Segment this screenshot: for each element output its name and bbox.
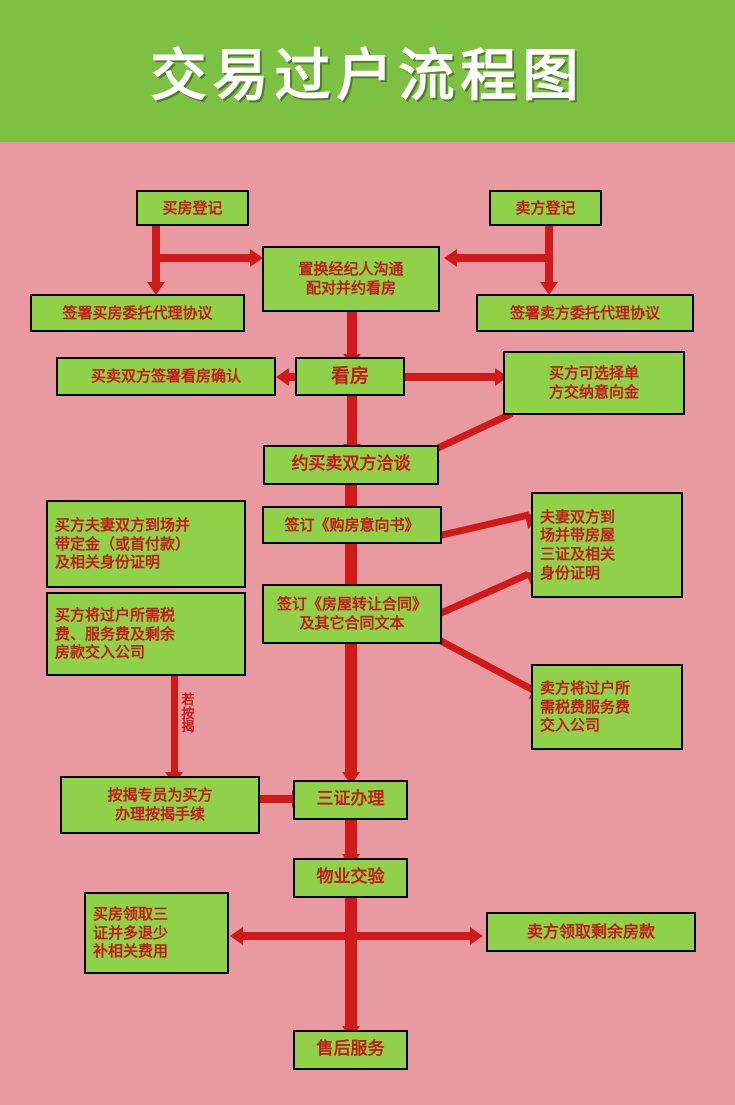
arrowhead-branch-left <box>230 927 243 945</box>
arrow-broker-down <box>347 312 357 358</box>
node-sign-transfer[interactable]: 签订《房屋转让合同》 及其它合同文本 <box>262 584 442 644</box>
node-seller-couple-onsite[interactable]: 夫妻双方到 场并带房屋 三证及相关 身份证明 <box>531 492 683 598</box>
node-buyer-receive-certs[interactable]: 买房领取三 证并多退少 补相关费用 <box>84 892 229 974</box>
arrow-seller-to-broker <box>450 254 553 262</box>
arrow-transfer-to-seller-couple <box>438 571 530 617</box>
arrow-buyer-to-broker <box>152 254 252 262</box>
arrowhead-seller-register-down <box>540 282 558 295</box>
arrow-handover-down <box>345 896 357 1030</box>
arrow-mortgage-to-three-certs <box>258 795 298 803</box>
node-seller-pay-fees[interactable]: 卖方将过户所 需税费服务费 交入公司 <box>531 664 683 750</box>
arrow-view-down <box>347 394 357 448</box>
node-seller-agreement[interactable]: 签署卖方委托代理协议 <box>476 294 694 332</box>
arrowhead-buyer-register-down <box>147 282 165 295</box>
node-seller-receive-money[interactable]: 卖方领取剩余房款 <box>486 912 696 952</box>
arrow-branch-left <box>240 932 348 940</box>
node-seller-register[interactable]: 卖方登记 <box>489 190 602 226</box>
arrowhead-branch-right <box>470 927 483 945</box>
node-three-certs[interactable]: 三证办理 <box>293 780 408 820</box>
node-property-handover[interactable]: 物业交验 <box>293 858 408 898</box>
arrowhead-seller-to-broker <box>444 249 457 267</box>
arrow-view-to-confirm <box>285 373 303 381</box>
node-after-sales[interactable]: 售后服务 <box>293 1030 408 1070</box>
page-title: 交易过户流程图 <box>150 43 585 109</box>
poster-header: 交易过户流程图 <box>0 0 735 142</box>
arrowhead-view-to-confirm <box>276 368 289 386</box>
node-view-house[interactable]: 看房 <box>295 357 405 396</box>
node-mortgage-officer[interactable]: 按揭专员为买方 办理按揭手续 <box>60 776 260 834</box>
node-buyer-agreement[interactable]: 签署买房委托代理协议 <box>30 294 245 332</box>
edge-label-if-mortgage: 若按揭 <box>181 693 195 736</box>
node-sign-intent[interactable]: 签订《购房意向书》 <box>262 506 442 544</box>
arrow-intent-to-seller-couple <box>439 511 531 539</box>
flowchart-canvas: 若按揭 买房登记 卖方登记 置换经纪人沟通 配对并约看房 签署买房委托代理协议 … <box>0 142 735 1105</box>
node-buyer-couple-onsite[interactable]: 买方夫妻双方到场并 带定金（或首付款） 及相关身份证明 <box>46 500 246 588</box>
arrow-branch-right <box>354 932 474 940</box>
node-buyer-deposit-option[interactable]: 买方可选择单 方交纳意向金 <box>503 351 685 415</box>
node-buyer-register[interactable]: 买房登记 <box>136 190 249 226</box>
node-negotiation[interactable]: 约买卖双方洽谈 <box>263 445 439 485</box>
arrow-view-to-option <box>403 373 498 381</box>
node-broker-match[interactable]: 置换经纪人沟通 配对并约看房 <box>262 246 440 312</box>
arrow-buyer-left-down <box>171 666 178 776</box>
arrowhead-buyer-to-broker <box>250 249 263 267</box>
node-buyer-pay-fees[interactable]: 买方将过户所需税 费、服务费及剩余 房款交入公司 <box>46 592 246 676</box>
node-both-sign-view[interactable]: 买卖双方签署看房确认 <box>56 357 276 396</box>
arrow-three-certs-down <box>345 820 357 858</box>
